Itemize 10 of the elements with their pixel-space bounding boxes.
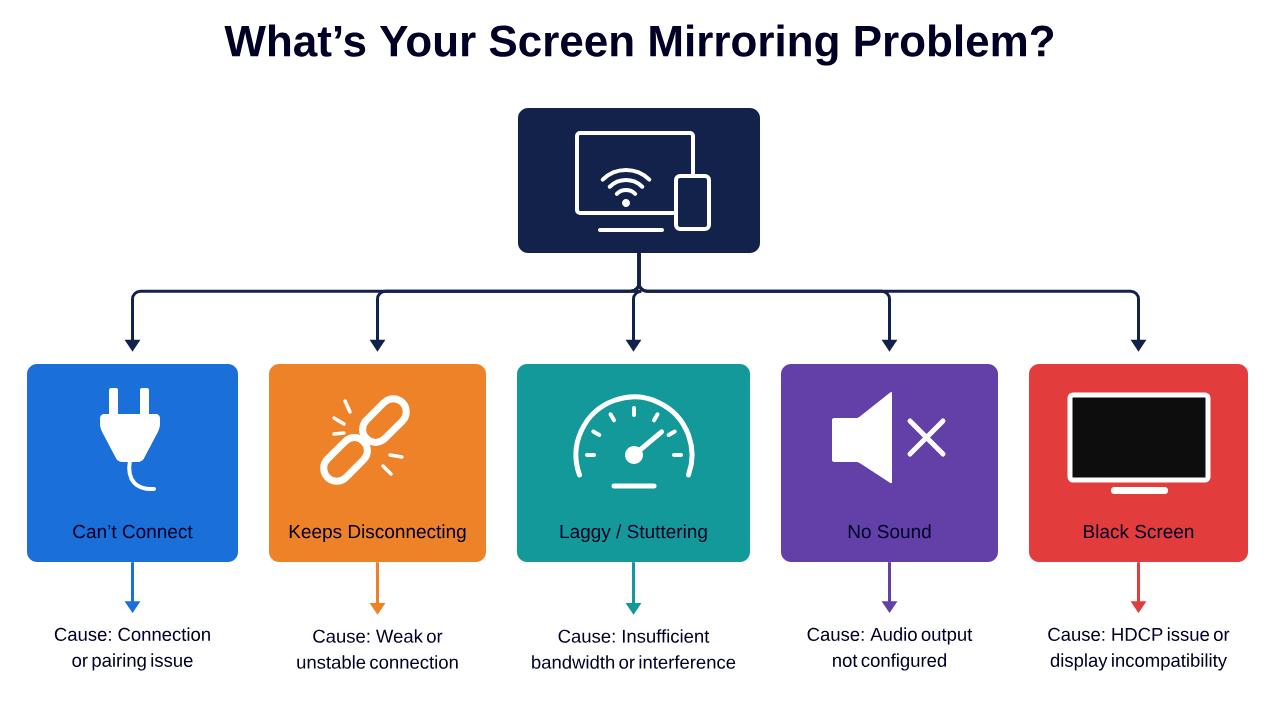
cause-text: Cause: Weak or unstable connection	[297, 629, 458, 669]
problem-box: Can’t Connect	[27, 364, 238, 562]
cause-text: Cause: Connection or pairing issue	[54, 627, 210, 671]
problem-box: No Sound	[781, 364, 998, 562]
title: What’s Your Screen Mirroring Problem?	[224, 24, 1054, 66]
problem-box: Laggy / Stuttering	[517, 364, 750, 562]
cause-text: Cause: Audio output not configured	[807, 627, 973, 671]
cause-text: Cause: HDCP issue or display incompatibility	[1048, 627, 1230, 671]
cause-text: Cause: Insufficient bandwidth or interference	[532, 629, 736, 669]
problem-box: Keeps Disconnecting	[269, 364, 486, 562]
